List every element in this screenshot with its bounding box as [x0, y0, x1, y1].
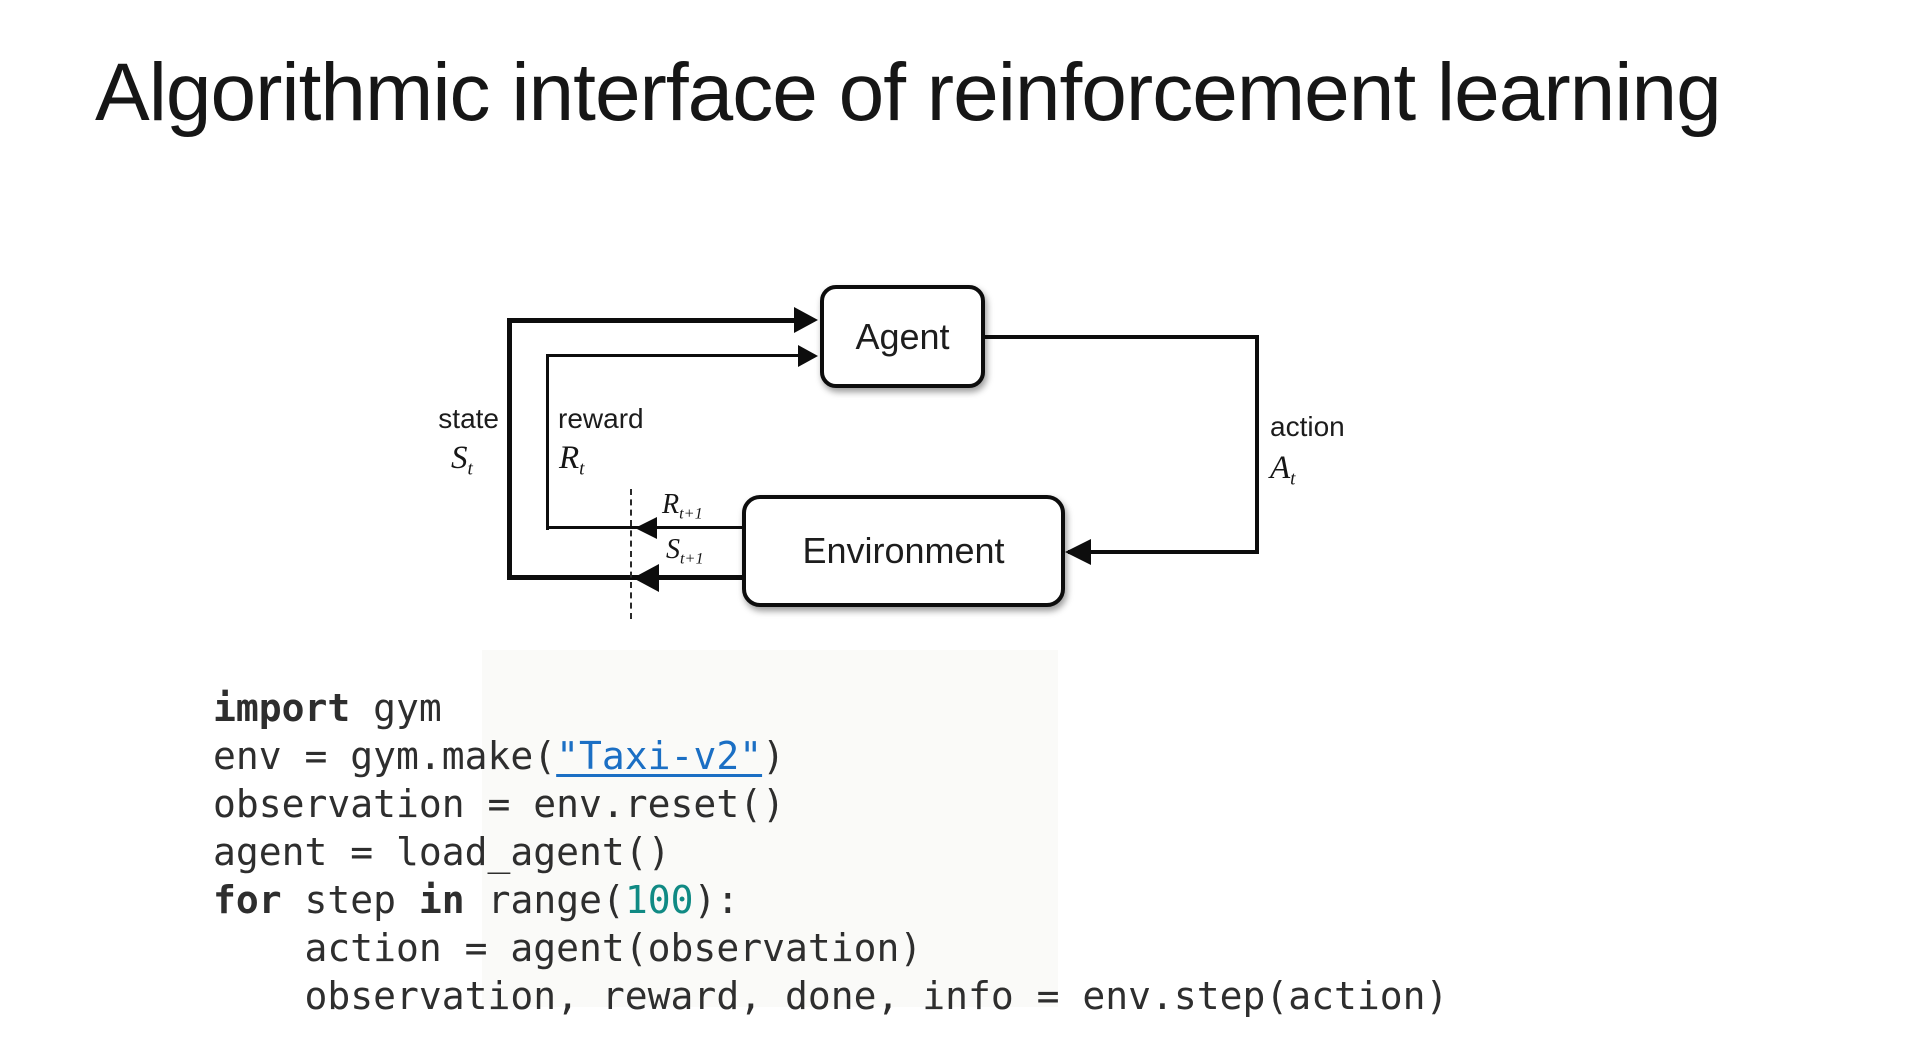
reward-line-top — [547, 354, 802, 357]
reward-label: reward — [558, 403, 644, 434]
action-arrowhead-icon — [1065, 539, 1091, 565]
action-line-top — [983, 335, 1259, 339]
next-state-symbol: St+1 — [666, 534, 704, 568]
state-line-bottom — [507, 575, 745, 580]
agent-label: Agent — [855, 315, 950, 357]
state-line-top — [509, 318, 799, 323]
state-symbol: St — [451, 440, 473, 480]
reward-line-vertical — [546, 354, 549, 530]
code-token: observation = env.reset() — [213, 782, 785, 826]
action-line-vertical — [1255, 335, 1259, 554]
taxi-v2-link[interactable]: "Taxi-v2" — [556, 734, 763, 778]
reward-arrowhead-icon — [798, 345, 818, 367]
state-arrowhead-icon — [794, 307, 818, 333]
code-line: action = agent(observation) — [213, 924, 1448, 972]
code-token: env = gym.make( — [213, 734, 557, 778]
state-label: state — [438, 403, 499, 434]
environment-box: Environment — [742, 495, 1065, 607]
code-token: ) — [762, 734, 785, 778]
code-token: gym — [350, 686, 442, 730]
action-symbol: At — [1270, 450, 1296, 490]
timestep-dashed-line — [630, 489, 632, 619]
code-line: observation = env.reset() — [213, 780, 1448, 828]
reward-symbol: Rt — [559, 440, 585, 480]
code-line: observation, reward, done, info = env.st… — [213, 972, 1449, 1020]
action-line-bottom — [1068, 550, 1259, 554]
code-token: step — [281, 878, 419, 922]
state-line-vertical — [507, 318, 512, 580]
environment-label: Environment — [802, 530, 1005, 571]
code-token: agent = load_agent() — [213, 830, 671, 874]
code-line: agent = load_agent() — [213, 828, 1448, 876]
next-reward-arrowhead-icon — [635, 517, 657, 539]
next-reward-symbol: Rt+1 — [662, 489, 703, 523]
code-token: range( — [464, 878, 625, 922]
agent-box: Agent — [820, 285, 985, 388]
code-token: 100 — [624, 878, 694, 922]
code-line: env = gym.make("Taxi-v2") — [213, 732, 1448, 780]
next-state-arrowhead-icon — [633, 564, 659, 592]
code-background — [482, 650, 1058, 1007]
code-token: observation, reward, done, info = env.st… — [213, 974, 1449, 1018]
page-title: Algorithmic interface of reinforcement l… — [95, 47, 1722, 138]
code-token: in — [418, 878, 465, 922]
action-label: action — [1270, 411, 1345, 442]
code-token: import — [213, 686, 351, 730]
code-token: for — [213, 878, 282, 922]
code-token: action = agent(observation) — [213, 926, 923, 970]
code-token: ): — [693, 878, 740, 922]
code-line: for step in range(100): — [213, 876, 1448, 924]
code-line: import gym — [213, 684, 1448, 732]
